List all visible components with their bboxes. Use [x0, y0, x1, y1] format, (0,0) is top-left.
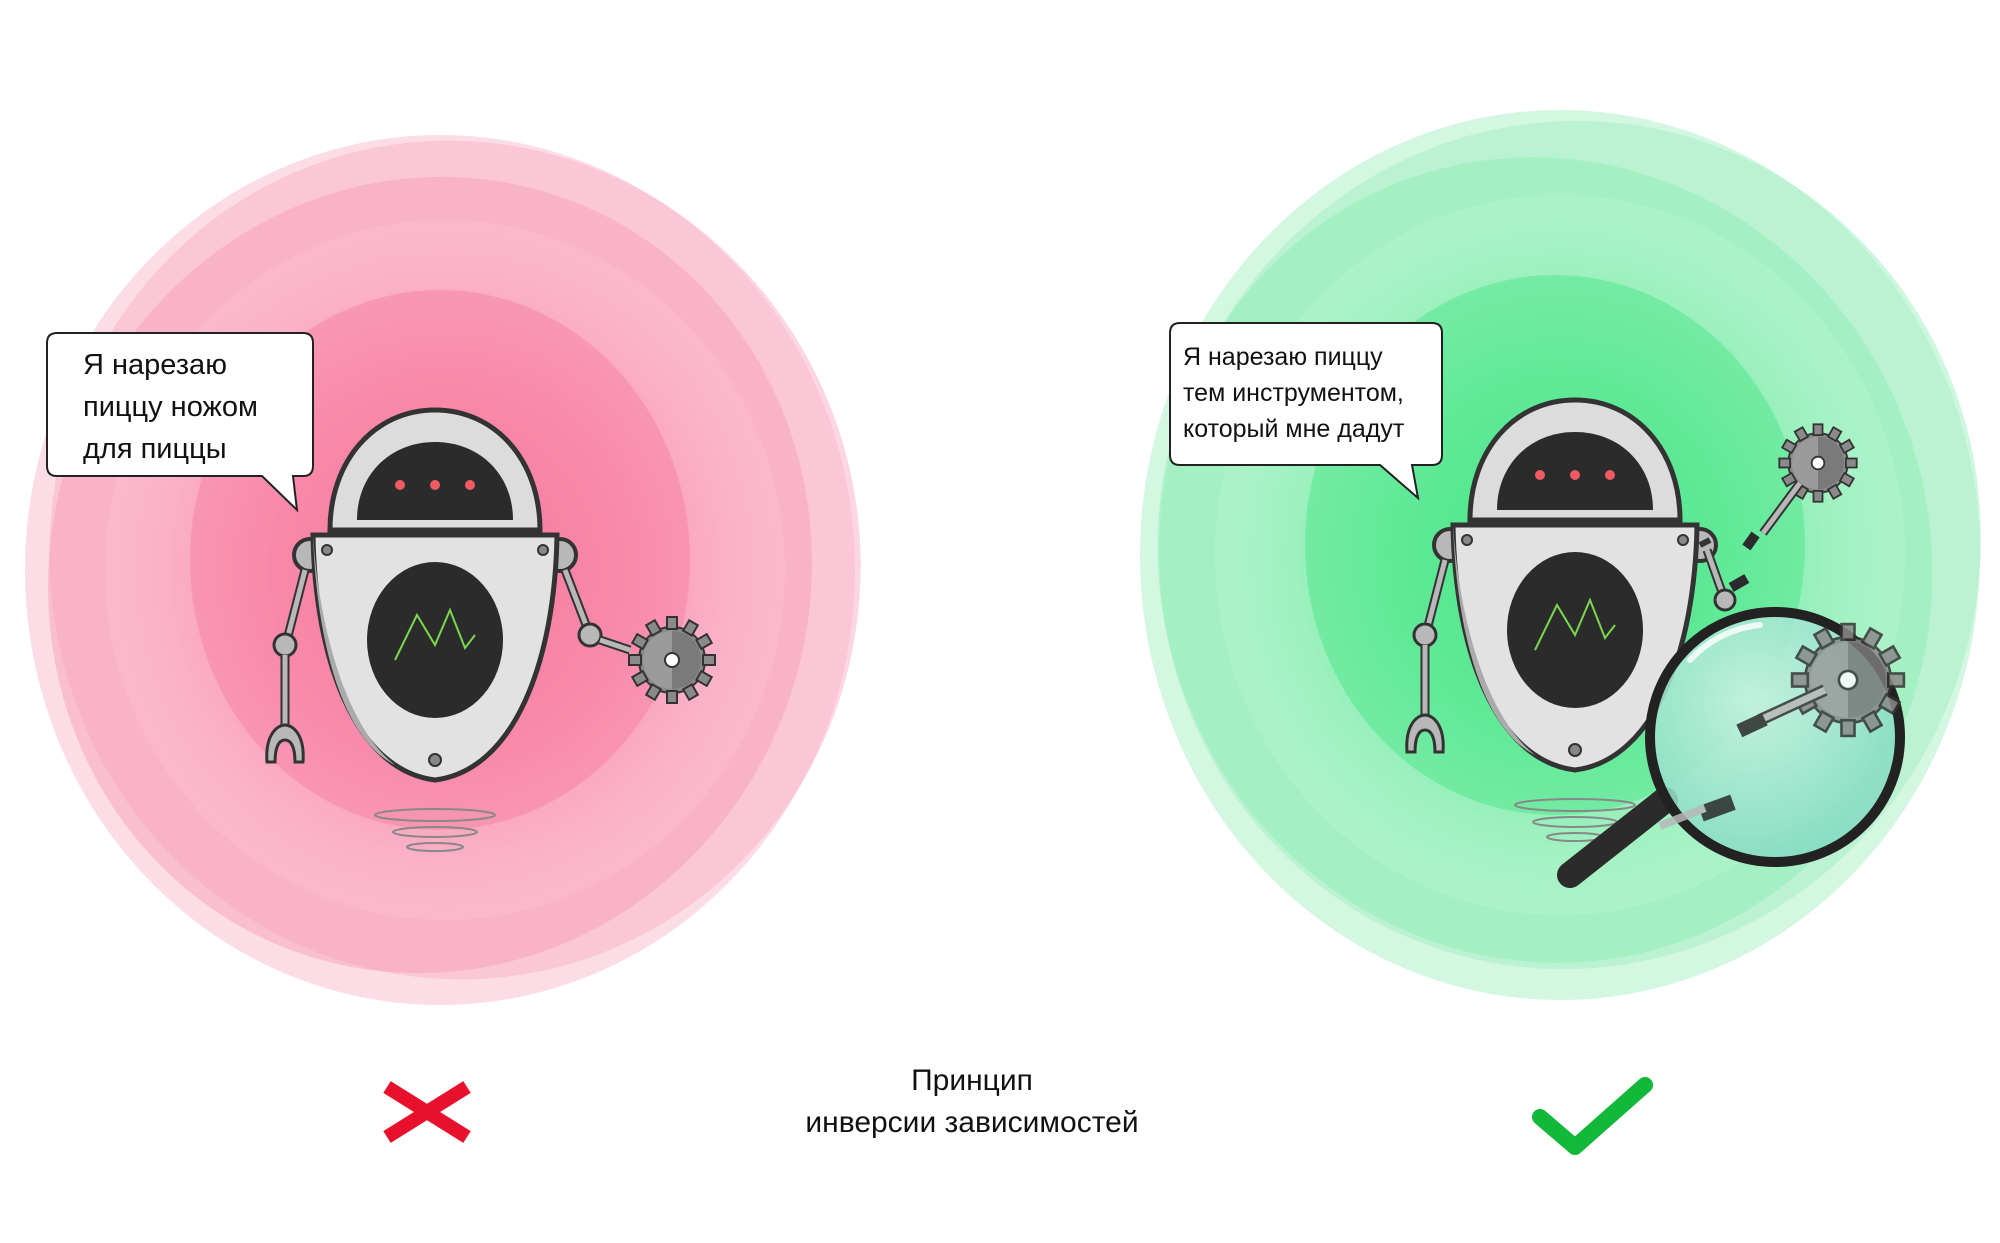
- magnifier-icon: [1557, 607, 1906, 888]
- caption-line-2: инверсии зависимостей: [805, 1106, 1138, 1139]
- right-speech-bubble: Я нарезаю пиццу тем инструментом, которы…: [1169, 322, 1443, 501]
- left-robot: [267, 410, 632, 851]
- correct-checkmark-icon: [1532, 1077, 1653, 1155]
- left-bubble-line-3: для пиццы: [83, 433, 227, 465]
- caption-line-1: Принцип: [911, 1064, 1033, 1097]
- wrong-cross-icon: [383, 1081, 471, 1143]
- right-bubble-line-3: который мне дадут: [1183, 415, 1405, 443]
- left-speech-bubble: Я нарезаю пиццу ножом для пиццы: [46, 332, 314, 513]
- left-bubble-line-2: пиццу ножом: [83, 391, 258, 423]
- right-bubble-line-2: тем инструментом,: [1183, 379, 1404, 407]
- left-bubble-line-1: Я нарезаю: [83, 349, 227, 381]
- right-bubble-line-1: Я нарезаю пиццу: [1183, 343, 1383, 371]
- caption: Принцип инверсии зависимостей: [805, 1064, 1138, 1139]
- right-robot: [1407, 400, 1750, 841]
- pizza-cutter-icon: [1742, 423, 1858, 551]
